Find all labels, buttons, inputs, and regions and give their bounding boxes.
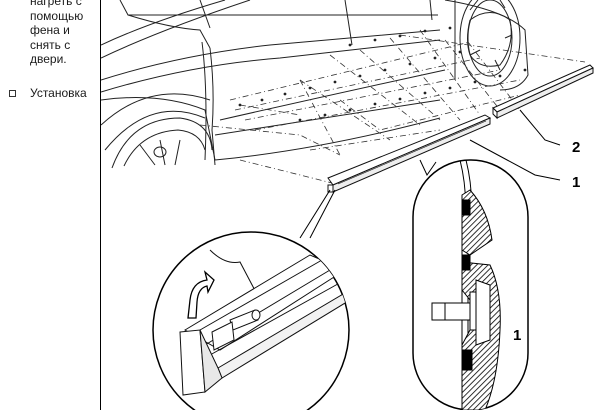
- installation-label: Установка: [30, 86, 87, 100]
- moulding-strip-front: [327, 114, 492, 193]
- car-body-drawing: [101, 0, 446, 166]
- bullet-square-icon: [9, 89, 16, 97]
- circular-detail-view: [152, 231, 350, 410]
- detail-connectors: [299, 159, 437, 239]
- callout-detail-moulding: 1: [513, 327, 521, 344]
- instruction-text: нагреть с помощью фена и снять с двери.: [30, 0, 84, 66]
- push-direction-arrow: [187, 270, 215, 319]
- mounting-dots: [238, 26, 527, 122]
- illustration-svg: 2 1 1: [101, 0, 594, 410]
- technical-illustration: 2 1 1: [101, 0, 594, 410]
- cross-section-view: [412, 159, 529, 410]
- instruction-column: нагреть с помощью фена и снять с двери. …: [0, 0, 100, 410]
- front-wheel: [111, 117, 213, 169]
- installation-link[interactable]: Установка: [9, 86, 87, 100]
- callout-front-moulding: 1: [572, 174, 580, 191]
- column-divider: [100, 0, 101, 410]
- callout-rear-moulding: 2: [572, 139, 580, 156]
- moulding-strip-rear: [492, 64, 594, 120]
- projection-lines: [199, 29, 586, 186]
